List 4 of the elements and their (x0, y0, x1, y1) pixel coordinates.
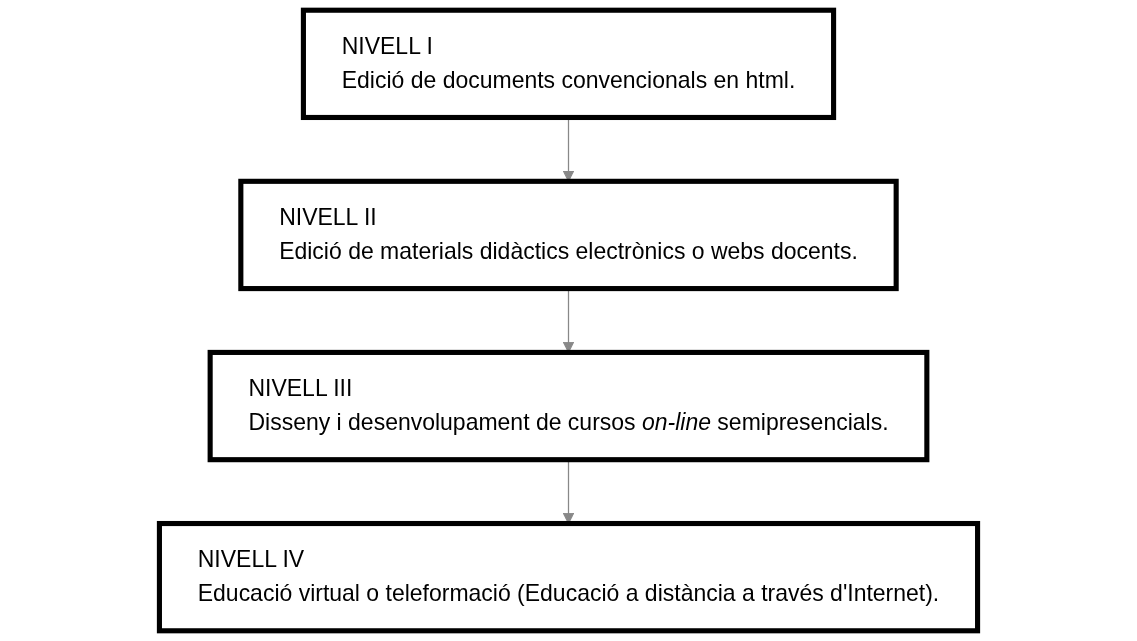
node-box: NIVELL II Edició de materials didàctics electrònics o webs docents. (238, 178, 899, 292)
node-box: NIVELL I Edició de documents convencionals en html. (300, 7, 837, 121)
node-box: NIVELL IV Educació virtual o teleformació (Educació a distància a través d'Internet). (156, 520, 981, 634)
node-box: NIVELL III Disseny i desenvolupament de cursos on-line semipresencials. (207, 349, 930, 463)
